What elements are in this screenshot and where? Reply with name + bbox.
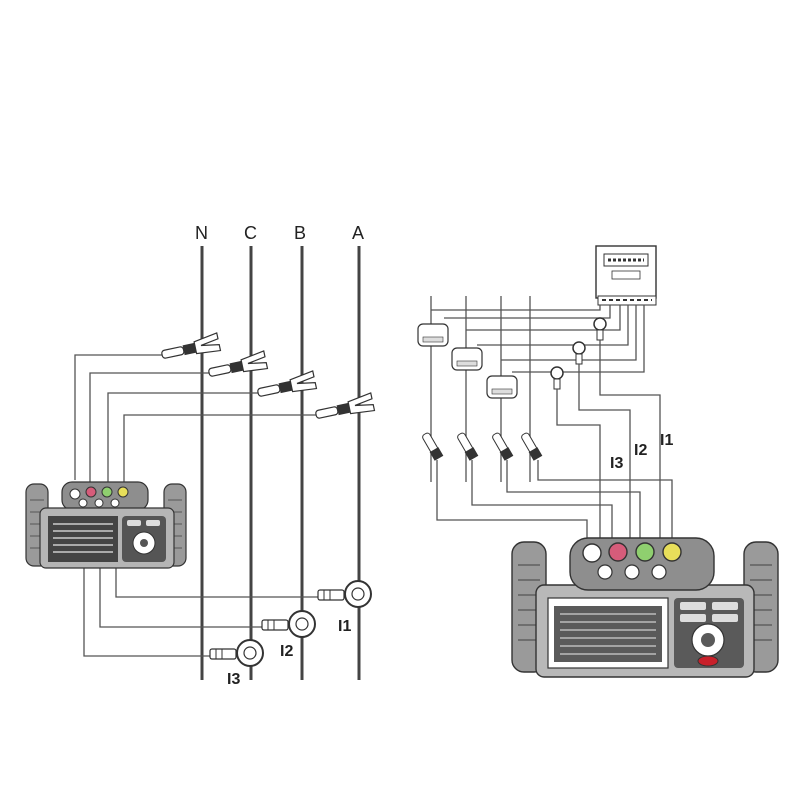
voltage-wire-r3 (506, 460, 641, 540)
left-diagram: N C B A (25, 223, 376, 688)
power-button[interactable] (697, 655, 719, 667)
meter-bus-2 (444, 305, 611, 319)
port-icon (662, 542, 682, 562)
energy-meter-box (595, 245, 657, 306)
small-clamp-1 (593, 317, 607, 341)
voltage-clip-n (161, 332, 222, 359)
voltage-clip-r2 (457, 432, 479, 461)
current-wire-r-i2 (578, 364, 631, 540)
port-icon (624, 564, 640, 580)
meter-bus-1 (431, 305, 601, 311)
function-button[interactable] (680, 602, 706, 610)
current-wire-i1 (115, 565, 322, 598)
current-label-i2: I2 (280, 643, 293, 660)
current-transformer-2 (451, 347, 483, 371)
current-label-r-i1: I1 (660, 432, 673, 449)
current-wire-r-i1 (599, 340, 661, 540)
port-icon (85, 486, 97, 498)
voltage-clip-r3 (492, 432, 514, 461)
meter-screen (48, 516, 118, 562)
meter-device-right (511, 537, 779, 678)
voltage-wire-r4 (537, 460, 673, 540)
phase-label-c: C (244, 223, 257, 243)
voltage-wire-r1 (436, 460, 588, 540)
port-icon (117, 486, 129, 498)
port-icon (608, 542, 628, 562)
current-label-i1: I1 (338, 618, 351, 635)
voltage-wire-a (123, 414, 322, 486)
voltage-wire-n (74, 354, 170, 480)
voltage-clip-c (208, 350, 269, 377)
port-icon (69, 488, 81, 500)
current-wire-r-i3 (556, 389, 601, 540)
phase-label-n: N (195, 223, 208, 243)
right-diagram: I3 I2 I1 (417, 245, 779, 678)
function-button[interactable] (712, 602, 738, 610)
port-icon (110, 498, 120, 508)
voltage-wire-c (89, 372, 215, 482)
current-clamp-i3 (209, 639, 264, 667)
small-clamp-2 (572, 341, 586, 365)
small-clamp-3 (550, 366, 564, 390)
port-icon (78, 498, 88, 508)
current-transformer-1 (417, 323, 449, 347)
voltage-clip-r1 (422, 432, 444, 461)
voltage-wire-b (107, 392, 262, 484)
function-button[interactable] (712, 614, 738, 622)
current-clamp-i1 (317, 580, 372, 608)
current-label-r-i2: I2 (634, 442, 647, 459)
port-icon (94, 498, 104, 508)
function-button[interactable] (680, 614, 706, 622)
meter-bus-5 (501, 305, 637, 361)
current-transformer-3 (486, 375, 518, 399)
current-clamp-i2 (261, 610, 316, 638)
port-icon (651, 564, 667, 580)
voltage-clip-r4 (521, 432, 543, 461)
meter-bus-4 (477, 305, 629, 346)
current-label-i3: I3 (227, 671, 240, 688)
port-icon (582, 543, 602, 563)
voltage-clip-a (315, 392, 376, 419)
phase-label-a: A (352, 223, 364, 243)
current-label-r-i3: I3 (610, 455, 623, 472)
port-icon (597, 564, 613, 580)
port-icon (635, 542, 655, 562)
voltage-wire-r2 (471, 460, 613, 540)
current-wire-i3 (83, 565, 212, 657)
phase-label-b: B (294, 223, 306, 243)
meter-device-left (25, 481, 187, 569)
meter-bus-3 (466, 305, 621, 331)
port-icon (101, 486, 113, 498)
current-wire-i2 (99, 565, 265, 628)
voltage-clip-b (257, 370, 318, 397)
